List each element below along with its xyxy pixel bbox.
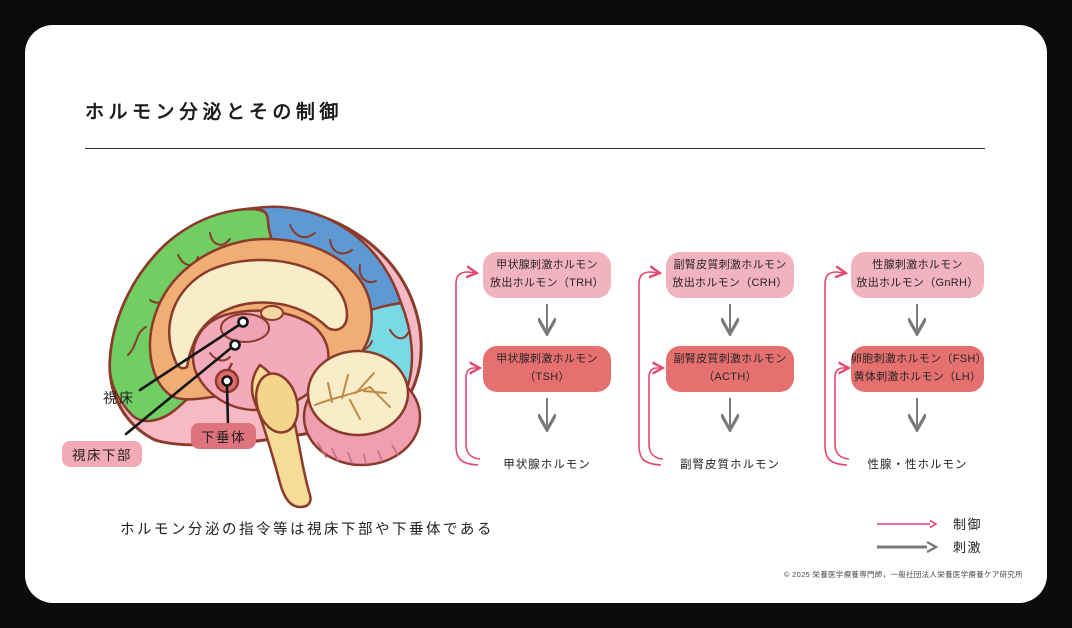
legend-row-control: 制御	[875, 512, 982, 535]
box-text-line: 放出ホルモン（GnRH）	[856, 277, 979, 289]
end-hormone-gonadal: 性腺・性ホルモン	[867, 459, 968, 471]
arbor-vitae-branches	[314, 372, 391, 420]
feedback-arrow-icon	[824, 272, 847, 466]
label-hypothalamus: 視床下部	[62, 441, 142, 467]
box-text-line: 性腺刺激ホルモン	[872, 259, 963, 272]
callout-dots	[221, 316, 249, 387]
pons	[254, 372, 300, 434]
feedback-arrow-icon	[455, 272, 478, 466]
legend-label-control: 制御	[953, 517, 983, 532]
box-gnrh: 性腺刺激ホルモン 放出ホルモン（GnRH）	[851, 252, 984, 298]
end-hormone-adrenal: 副腎皮質ホルモン	[680, 459, 780, 471]
box-text-line: 甲状腺刺激ホルモン	[496, 353, 598, 366]
legend-label-stimulus: 刺激	[953, 540, 983, 555]
stimulus-arrow-icon	[877, 540, 939, 553]
control-feedback-arrows	[455, 272, 849, 466]
title-divider	[85, 148, 985, 149]
box-text-line: （ACTH）	[703, 371, 757, 383]
label-thalamus: 視床	[103, 390, 135, 406]
slide-caption: ホルモン分泌の指令等は視床下部や下垂体である	[120, 522, 494, 538]
callout-lines	[124, 323, 241, 436]
box-crh: 副腎皮質刺激ホルモン 放出ホルモン（CRH）	[666, 252, 794, 298]
box-text-line: 副腎皮質刺激ホルモン	[673, 259, 787, 272]
feedback-arrow-icon	[465, 368, 480, 460]
feedback-arrow-icon	[638, 272, 661, 466]
box-tsh: 甲状腺刺激ホルモン （TSH）	[483, 346, 611, 392]
feedback-arrow-icon	[834, 368, 849, 460]
legend: 制御 刺激	[875, 512, 982, 558]
thalamus-body	[220, 313, 270, 343]
legend-row-stimulus: 刺激	[875, 535, 982, 558]
cerebellum-arbor	[306, 349, 410, 437]
box-text-line: （TSH）	[524, 371, 570, 383]
feedback-arrow-icon	[648, 368, 663, 460]
pituitary-dot	[221, 375, 233, 387]
brain-illustration	[108, 205, 423, 509]
box-acth: 副腎皮質刺激ホルモン （ACTH）	[666, 346, 794, 392]
page-title: ホルモン分泌とその制御	[85, 102, 343, 123]
thalamus-dot	[237, 316, 249, 328]
slide-card: ホルモン分泌とその制御	[25, 25, 1047, 603]
box-text-line: 放出ホルモン（TRH）	[490, 277, 604, 289]
massa-intermedia	[260, 305, 284, 321]
stimulus-arrows	[547, 304, 917, 428]
box-fsh-lh: 卵胞刺激ホルモン（FSH） 黄体刺激ホルモン（LH）	[851, 346, 987, 392]
copyright-text: © 2025 栄養医学療養専門師，一般社団法人栄養医学療養ケア研究所	[783, 570, 1023, 579]
box-trh: 甲状腺刺激ホルモン 放出ホルモン（TRH）	[483, 252, 611, 298]
hypothalamus-fold	[209, 352, 231, 362]
box-text-line: 放出ホルモン（CRH）	[672, 277, 788, 289]
end-hormone-thyroid: 甲状腺ホルモン	[503, 459, 591, 471]
box-text-line: 黄体刺激ホルモン（LH）	[853, 371, 982, 383]
box-text-line: 副腎皮質刺激ホルモン	[673, 353, 787, 366]
flowchart-arrows	[455, 240, 1015, 466]
hypothalamus-dot	[229, 339, 241, 351]
label-pituitary: 下垂体	[191, 423, 256, 449]
control-arrow-icon	[877, 519, 938, 528]
box-text-line: 卵胞刺激ホルモン（FSH）	[851, 353, 987, 366]
box-text-line: 甲状腺刺激ホルモン	[496, 259, 598, 272]
cerebellum-striations	[317, 442, 399, 465]
